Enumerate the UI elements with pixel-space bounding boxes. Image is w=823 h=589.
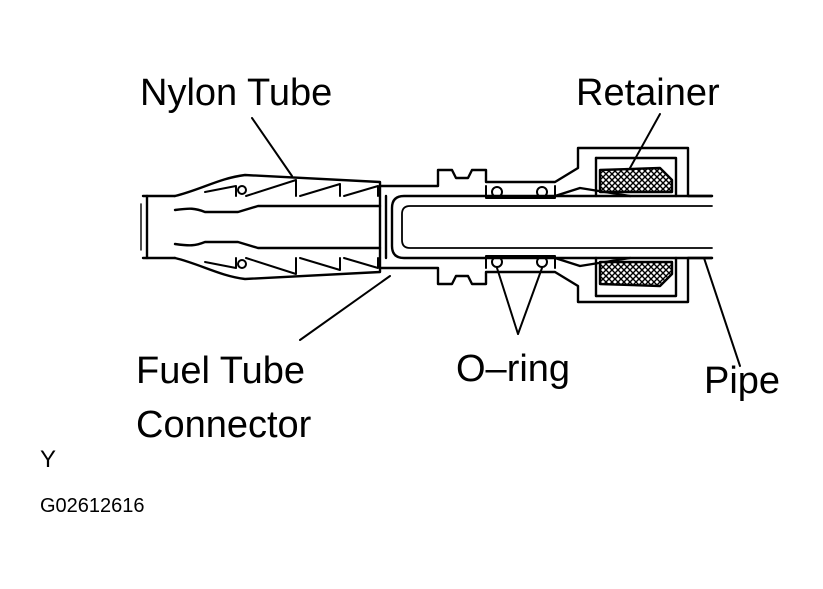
pipe (390, 186, 714, 268)
retainer (594, 156, 678, 298)
label-fuel-tube-connector-line1: Fuel Tube (136, 350, 305, 392)
connector-housing (173, 146, 714, 304)
leader-lines (251, 113, 741, 367)
label-pipe: Pipe (704, 360, 781, 402)
o-rings (485, 185, 556, 269)
label-nylon-tube: Nylon Tube (140, 72, 333, 114)
label-o-ring: O–ring (456, 348, 571, 390)
tube-barbs (204, 179, 379, 275)
label-retainer: Retainer (576, 72, 720, 114)
figure-code: G02612616 (40, 495, 145, 517)
nylon-tube (140, 194, 177, 260)
corner-mark: Y (40, 446, 57, 473)
label-fuel-tube-connector-line2: Connector (136, 404, 312, 446)
